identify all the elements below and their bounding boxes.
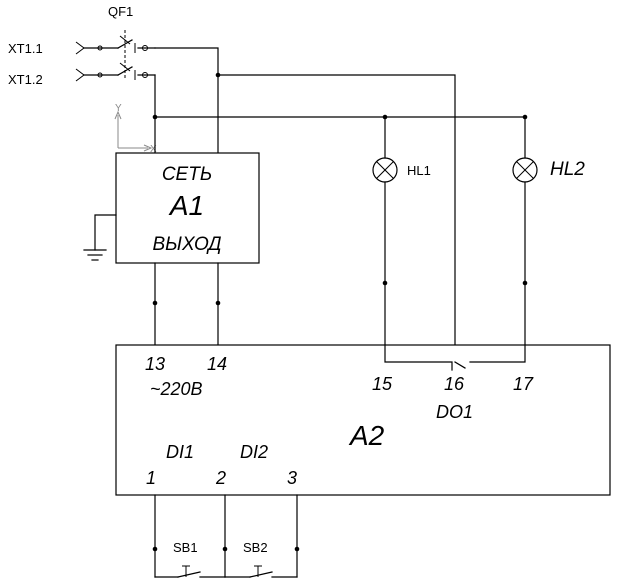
a2-pin-13: 13 bbox=[145, 354, 165, 374]
a2-pin-17: 17 bbox=[513, 374, 534, 394]
terminal-xt1-2-label: XT1.2 bbox=[8, 72, 43, 87]
a2-pin-16: 16 bbox=[444, 374, 465, 394]
lamp-hl1-label: HL1 bbox=[407, 163, 431, 178]
a2-pin-14: 14 bbox=[207, 354, 227, 374]
a2-di2-label: DI2 bbox=[240, 442, 268, 462]
button-sb2-label: SB2 bbox=[243, 540, 268, 555]
a2-title: A2 bbox=[348, 420, 385, 451]
terminal-arrow-icon bbox=[75, 41, 85, 55]
a1-output-label: ВЫХОД bbox=[152, 234, 221, 255]
lamp-hl2-label: HL2 bbox=[550, 159, 585, 180]
block-a1: СЕТЬ A1 ВЫХОД bbox=[83, 152, 260, 264]
a2-pin-1: 1 bbox=[146, 468, 156, 488]
a2-pin-15: 15 bbox=[372, 374, 393, 394]
block-a2: 13 14 ~220В 15 16 17 DO1 A2 DI1 DI2 1 2 … bbox=[115, 344, 611, 496]
input-section: XT1.1 XT1.2 QF1 bbox=[8, 4, 156, 87]
a2-output-label: DO1 bbox=[436, 402, 473, 422]
a1-a2-wiring bbox=[152, 262, 221, 346]
lamp-hl2: HL2 bbox=[512, 116, 585, 346]
breaker-qf1-label: QF1 bbox=[108, 4, 133, 19]
axis-y-label: Y bbox=[115, 103, 122, 114]
a2-pin-3: 3 bbox=[287, 468, 297, 488]
supply-wiring bbox=[152, 47, 528, 371]
a1-title: A1 bbox=[168, 190, 204, 221]
lamp-hl1: HL1 bbox=[372, 116, 431, 346]
a2-supply-label: ~220В bbox=[150, 379, 203, 399]
a2-di1-label: DI1 bbox=[166, 442, 194, 462]
a1-input-label: СЕТЬ bbox=[162, 164, 212, 185]
a2-pin-2: 2 bbox=[215, 468, 226, 488]
buttons-section: SB1 SB2 bbox=[152, 494, 300, 578]
axis-x-label: X bbox=[150, 144, 157, 155]
ucs-axis-icon: Y X bbox=[114, 103, 157, 155]
terminal-xt1-1-label: XT1.1 bbox=[8, 41, 43, 56]
button-sb1-label: SB1 bbox=[173, 540, 198, 555]
terminal-arrow-icon bbox=[75, 68, 85, 82]
